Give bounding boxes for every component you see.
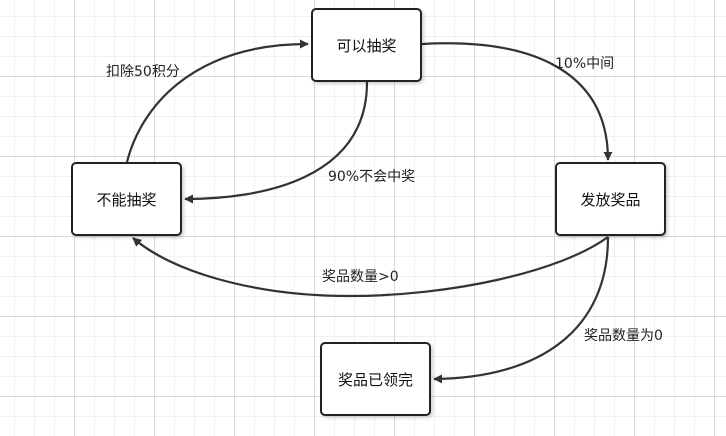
- node-issue-prize-label: 发放奖品: [580, 190, 641, 209]
- edge-label-stock-zero: 奖品数量为0: [584, 328, 663, 344]
- edge-hit-ten: [421, 42, 613, 161]
- node-cannot-draw[interactable]: 不能抽奖: [71, 162, 182, 236]
- edge-miss-ninety: [184, 81, 369, 204]
- node-can-draw-label: 可以抽奖: [336, 36, 397, 55]
- edge-label-hit-ten: 10%中间: [555, 56, 615, 72]
- node-cannot-draw-label: 不能抽奖: [96, 190, 157, 209]
- edge-label-deduct-points: 扣除50积分: [106, 64, 180, 80]
- edge-deduct-points: [125, 39, 309, 163]
- node-prize-claimed[interactable]: 奖品已领完: [320, 342, 431, 416]
- node-can-draw[interactable]: 可以抽奖: [311, 8, 422, 82]
- edge-label-miss-ninety: 90%不会中奖: [328, 169, 416, 185]
- edge-label-stock-positive: 奖品数量>0: [322, 269, 399, 285]
- edge-stock-positive: [132, 236, 609, 298]
- node-prize-claimed-label: 奖品已领完: [337, 370, 413, 389]
- node-issue-prize[interactable]: 发放奖品: [555, 162, 666, 236]
- edge-stock-zero: [433, 236, 610, 384]
